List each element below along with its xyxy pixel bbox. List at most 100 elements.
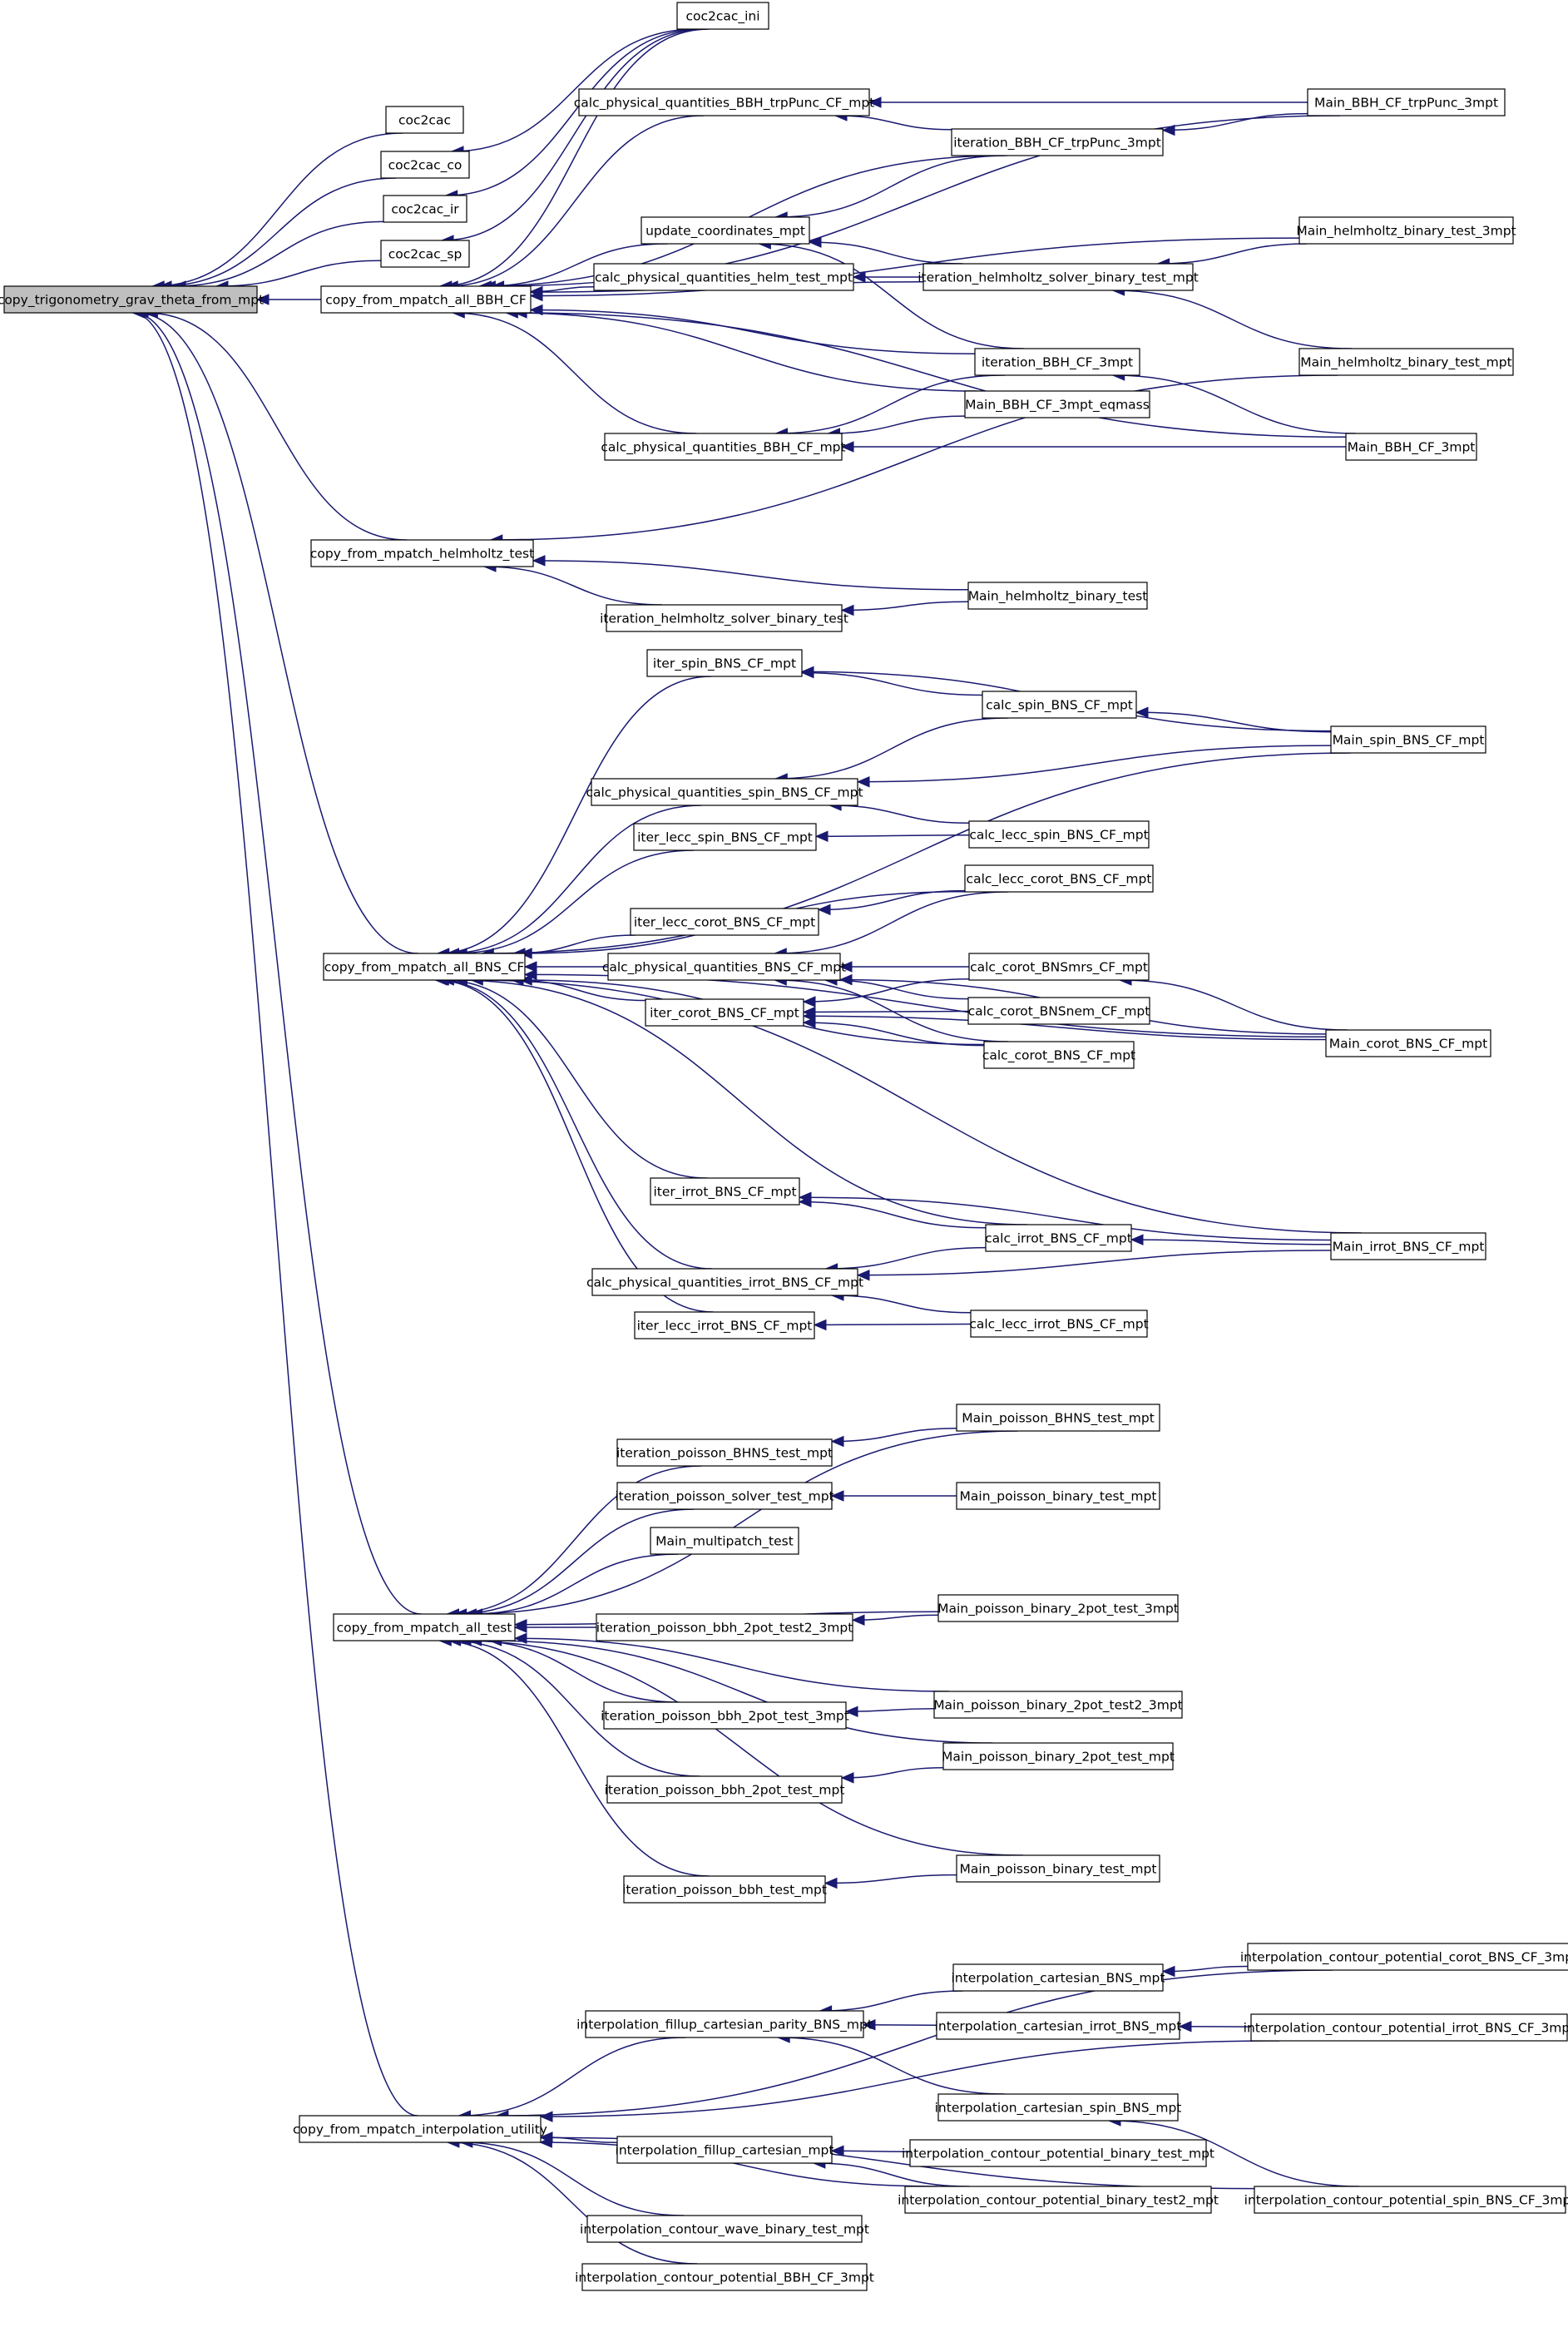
node-box <box>904 2186 1212 2214</box>
node-label: calc_irrot_BNS_CF_mpt <box>985 1231 1132 1247</box>
node-box <box>383 195 467 223</box>
node-iter-helm-mpt[interactable]: iteration_helmholtz_solver_binary_test_m… <box>918 263 1199 291</box>
node-iter-lecc-corot[interactable]: iter_lecc_corot_BNS_CF_mpt <box>630 908 819 936</box>
node-c2cir[interactable]: coc2cac_ir <box>383 195 467 223</box>
node-ifcp[interactable]: interpolation_fillup_cartesian_parity_BN… <box>576 2010 873 2038</box>
edge-main_bbh3-calls-iter_bbh3 <box>1112 374 1356 434</box>
node-box <box>633 823 817 851</box>
node-iter-lecc-irrot[interactable]: iter_lecc_irrot_BNS_CF_mpt <box>634 1311 815 1339</box>
node-iter-p-bbh2pot[interactable]: iteration_poisson_bbh_2pot_test_mpt <box>605 1775 845 1804</box>
node-label: interpolation_contour_potential_binary_t… <box>902 2146 1214 2162</box>
node-main-p-2pot3[interactable]: Main_poisson_binary_2pot_test_3mpt <box>937 1594 1179 1622</box>
node-calc-corot-nem[interactable]: calc_corot_BNSnem_CF_mpt <box>967 997 1150 1025</box>
node-ic-irrot[interactable]: interpolation_cartesian_irrot_BNS_mpt <box>935 2012 1182 2040</box>
node-main-corot[interactable]: Main_corot_BNS_CF_mpt <box>1325 1029 1491 1057</box>
edge-c2cini-calls-c2cir <box>445 28 703 196</box>
node-icp-binary[interactable]: interpolation_contour_potential_binary_t… <box>902 2139 1214 2167</box>
node-calc-lecc-corot[interactable]: calc_lecc_corot_BNS_CF_mpt <box>964 864 1154 893</box>
node-root[interactable]: copy_trigonometry_grav_theta_from_mpt <box>0 285 264 314</box>
node-cpq-bns[interactable]: calc_physical_quantities_BNS_CF_mpt <box>602 953 846 981</box>
node-calc-lecc-spin[interactable]: calc_lecc_spin_BNS_CF_mpt <box>968 820 1150 849</box>
edge-c2cini-calls-bbh <box>439 28 710 287</box>
node-box <box>606 1775 843 1804</box>
node-calc-spin[interactable]: calc_spin_BNS_CF_mpt <box>982 691 1137 719</box>
node-ic-bns[interactable]: interpolation_cartesian_BNS_mpt <box>952 1963 1165 1992</box>
node-bns[interactable]: copy_from_mpatch_all_BNS_CF <box>323 953 526 981</box>
node-iter-p-solver[interactable]: iteration_poisson_solver_test_mpt <box>615 1482 834 1510</box>
edge-icp_binary2-calls-ifc <box>813 2162 970 2187</box>
node-label: interpolation_contour_potential_BBH_CF_3… <box>575 2270 874 2286</box>
node-c2c[interactable]: coc2cac <box>385 106 464 134</box>
node-label: Main_poisson_binary_2pot_test_mpt <box>942 1750 1175 1765</box>
node-iter-helm[interactable]: iteration_helmholtz_solver_binary_test <box>600 604 848 632</box>
node-main-helm-mpt[interactable]: Main_helmholtz_binary_test_mpt <box>1298 348 1514 376</box>
node-ic-corot3[interactable]: interpolation_contour_potential_corot_BN… <box>1240 1943 1568 1971</box>
arrowhead-calc_spin <box>1135 706 1149 719</box>
node-c2cco[interactable]: coc2cac_co <box>380 151 470 179</box>
node-label: calc_corot_BNS_CF_mpt <box>982 1048 1135 1064</box>
node-main-irrot[interactable]: Main_irrot_BNS_CF_mpt <box>1330 1232 1486 1260</box>
node-label: interpolation_contour_potential_binary_t… <box>898 2193 1219 2209</box>
node-label: calc_physical_quantities_helm_test_mpt <box>595 270 853 286</box>
node-icw-binary[interactable]: interpolation_contour_wave_binary_test_m… <box>580 2215 869 2243</box>
node-iter-p-bbh2pot3[interactable]: iteration_poisson_bbh_2pot_test_3mpt <box>601 1701 849 1730</box>
node-icp-spin3[interactable]: interpolation_contour_potential_spin_BNS… <box>1244 2186 1568 2214</box>
node-icp-bbh3[interactable]: interpolation_contour_potential_BBH_CF_3… <box>575 2263 874 2291</box>
node-alltest[interactable]: copy_from_mpatch_all_test <box>333 1613 516 1641</box>
node-main-p-2pot2-3[interactable]: Main_poisson_binary_2pot_test2_3mpt <box>933 1691 1183 1719</box>
node-cpq-irrot[interactable]: calc_physical_quantities_irrot_BNS_CF_mp… <box>586 1268 863 1296</box>
node-iter-bbh3[interactable]: iteration_BBH_CF_3mpt <box>974 348 1140 376</box>
node-main-bbh-trp[interactable]: Main_BBH_CF_trpPunc_3mpt <box>1307 88 1506 116</box>
node-calc-lecc-irrot[interactable]: calc_lecc_irrot_BNS_CF_mpt <box>969 1310 1149 1338</box>
node-calc-corot[interactable]: calc_corot_BNS_CF_mpt <box>982 1041 1135 1069</box>
edge-main_corot-calls-iter_corot <box>803 1015 1327 1041</box>
arrowhead-iter_spin <box>800 666 814 678</box>
node-iter-lecc-spin[interactable]: iter_lecc_spin_BNS_CF_mpt <box>633 823 817 851</box>
node-bbh[interactable]: copy_from_mpatch_all_BBH_CF <box>320 285 532 314</box>
node-iter-corot[interactable]: iter_corot_BNS_CF_mpt <box>645 998 804 1027</box>
node-icp-binary2[interactable]: interpolation_contour_potential_binary_t… <box>898 2186 1219 2214</box>
node-main-p-binary[interactable]: Main_poisson_binary_test_mpt <box>956 1482 1160 1510</box>
node-c2cini[interactable]: coc2cac_ini <box>676 2 769 30</box>
node-calc-corot-mrs[interactable]: calc_corot_BNSmrs_CF_mpt <box>968 953 1150 981</box>
node-c2csp[interactable]: coc2cac_sp <box>380 240 470 268</box>
node-cpq-bbh[interactable]: calc_physical_quantities_BBH_CF_mpt <box>601 433 846 461</box>
node-upd[interactable]: update_coordinates_mpt <box>641 216 810 245</box>
node-calc-irrot[interactable]: calc_irrot_BNS_CF_mpt <box>985 1224 1132 1252</box>
node-iter-p-bbh[interactable]: iteration_poisson_bbh_test_mpt <box>622 1875 827 1904</box>
node-main-p-2pot[interactable]: Main_poisson_binary_2pot_test_mpt <box>942 1742 1175 1770</box>
node-main-helm-b3[interactable]: Main_helmholtz_binary_test_3mpt <box>1296 216 1516 245</box>
arrowhead-cpq_helm <box>852 271 866 283</box>
node-iter-p-bbh2pot2-3[interactable]: iteration_poisson_bbh_2pot_test2_3mpt <box>596 1613 853 1641</box>
node-cpq-helm[interactable]: calc_physical_quantities_helm_test_mpt <box>593 263 854 291</box>
node-iter-bbh-trp[interactable]: iteration_BBH_CF_trpPunc_3mpt <box>951 128 1164 156</box>
node-main-helm[interactable]: Main_helmholtz_binary_test <box>967 582 1148 610</box>
arrowhead-bns <box>523 961 537 973</box>
node-interp[interactable]: copy_from_mpatch_interpolation_utility <box>293 2115 547 2143</box>
arrowhead-iter_bbh_trp <box>1161 124 1175 136</box>
edge-iter_lecc_corot-calls-bns <box>512 934 636 954</box>
node-iter-irrot[interactable]: iter_irrot_BNS_CF_mpt <box>650 1177 800 1206</box>
edge-iter_p_bbh-calls-alltest <box>439 1640 710 1877</box>
node-main-spin[interactable]: Main_spin_BNS_CF_mpt <box>1330 725 1486 754</box>
node-helm[interactable]: copy_from_mpatch_helmholtz_test <box>310 539 534 567</box>
node-label: iteration_poisson_bbh_2pot_test_3mpt <box>601 1709 849 1725</box>
node-icp-irrot3[interactable]: interpolation_contour_potential_irrot_BN… <box>1244 2013 1568 2042</box>
node-cpq-spin[interactable]: calc_physical_quantities_spin_BNS_CF_mpt <box>586 778 863 806</box>
node-cpq-trp[interactable]: calc_physical_quantities_BBH_trpPunc_CF_… <box>574 88 874 116</box>
node-ifc[interactable]: interpolation_fillup_cartesian_mpt <box>616 2136 834 2164</box>
arrowhead-cpq_bbh <box>840 441 854 453</box>
node-iter-spin[interactable]: iter_spin_BNS_CF_mpt <box>646 649 803 677</box>
node-label: iter_corot_BNS_CF_mpt <box>650 1006 799 1022</box>
node-main-bbh3eq[interactable]: Main_BBH_CF_3mpt_eqmass <box>964 390 1150 418</box>
node-main-p-bhns[interactable]: Main_poisson_BHNS_test_mpt <box>956 1404 1160 1432</box>
node-ic-spin[interactable]: interpolation_cartesian_spin_BNS_mpt <box>935 2093 1182 2122</box>
arrowhead-iter_corot <box>802 1010 816 1022</box>
node-main-multi[interactable]: Main_multipatch_test <box>650 1527 799 1555</box>
node-iter-p-bhns[interactable]: iteration_poisson_BHNS_test_mpt <box>616 1438 833 1467</box>
node-main-bbh3[interactable]: Main_BBH_CF_3mpt <box>1345 433 1477 461</box>
node-main-p-binary2[interactable]: Main_poisson_binary_test_mpt <box>956 1854 1160 1883</box>
node-label: Main_irrot_BNS_CF_mpt <box>1333 1240 1485 1255</box>
edge-icp_spin3-calls-ic_spin <box>1108 2120 1360 2187</box>
